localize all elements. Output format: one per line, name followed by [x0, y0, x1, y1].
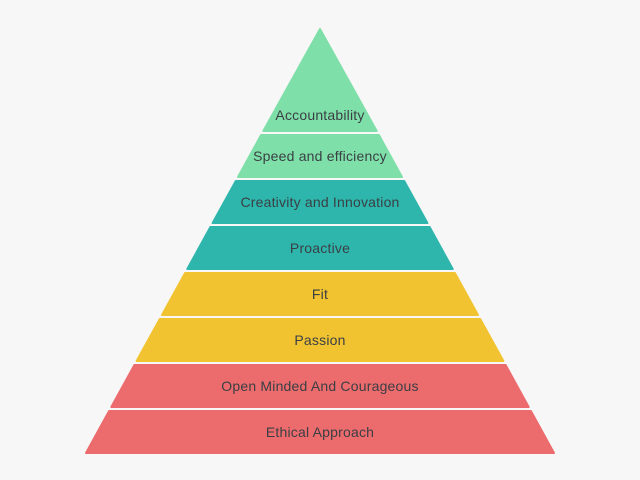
pyramid-level-speed-and-efficiency-label: Speed and efficiency [253, 148, 387, 164]
pyramid-level-proactive-shape [186, 226, 454, 270]
pyramid-level-fit-shape [161, 272, 479, 316]
pyramid-level-open-minded-and-courageous-label: Open Minded And Courageous [221, 378, 418, 394]
pyramid-level-open-minded-and-courageous-shape [110, 364, 530, 408]
pyramid-level-ethical-approach-shape [85, 410, 555, 454]
pyramid-level-passion-shape [135, 318, 505, 362]
pyramid-level-fit-label: Fit [312, 286, 328, 302]
pyramid-level-ethical-approach-label: Ethical Approach [266, 424, 374, 440]
pyramid-level-accountability-shape [262, 28, 378, 132]
pyramid-level-creativity-and-innovation-shape [211, 180, 429, 224]
pyramid-level-speed-and-efficiency-shape [237, 134, 403, 178]
pyramid-level-creativity-and-innovation-label: Creativity and Innovation [240, 194, 399, 210]
pyramid-level-accountability-label: Accountability [275, 107, 364, 123]
pyramid-level-proactive-label: Proactive [290, 240, 350, 256]
pyramid-level-passion-label: Passion [294, 332, 345, 348]
